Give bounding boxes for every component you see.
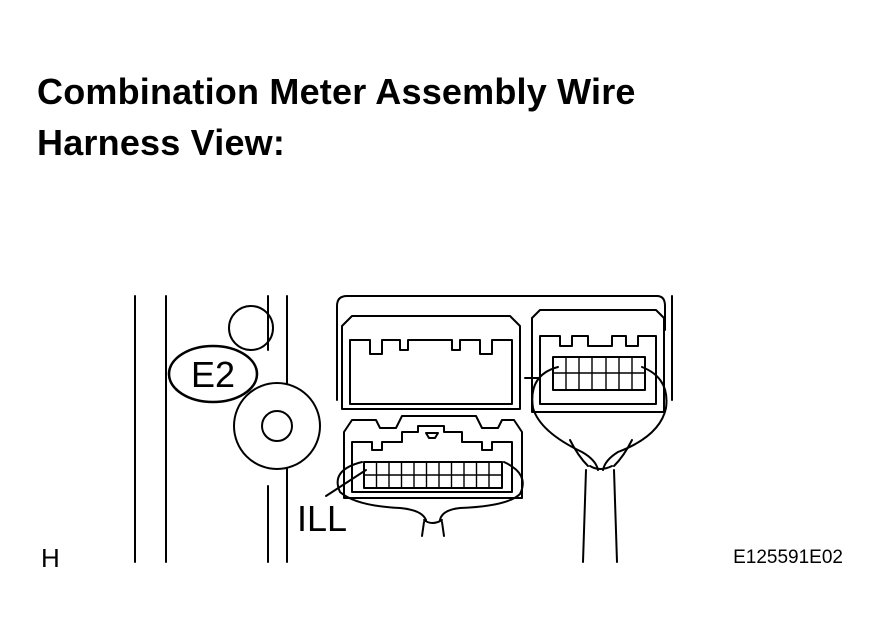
lower-wire-bundle [336,461,524,537]
figure-code: E125591E02 [733,547,843,568]
mounting-boss-outer [233,382,321,470]
housing-outline [336,295,666,401]
terminal-label-ill: ILL [297,498,347,539]
lower-connector-ill [343,415,523,499]
lower-terminal-grid [363,461,503,489]
title-line-2: Harness View: [37,122,286,163]
mounting-boss-inner [261,410,293,442]
diagram-title: Combination Meter Assembly Wire Harness … [37,66,797,168]
title-line-1: Combination Meter Assembly Wire [37,71,636,112]
small-boss-circle [228,305,274,351]
e2-label-ellipse [167,344,259,404]
upper-right-terminal-grid [552,356,646,391]
ill-leader-line [325,469,367,497]
upper-right-wire-bundle [531,366,668,563]
view-marker-h: H [41,543,60,573]
upper-left-socket [341,315,521,410]
connector-label-e2: E2 [191,354,235,395]
upper-right-socket [531,309,665,413]
